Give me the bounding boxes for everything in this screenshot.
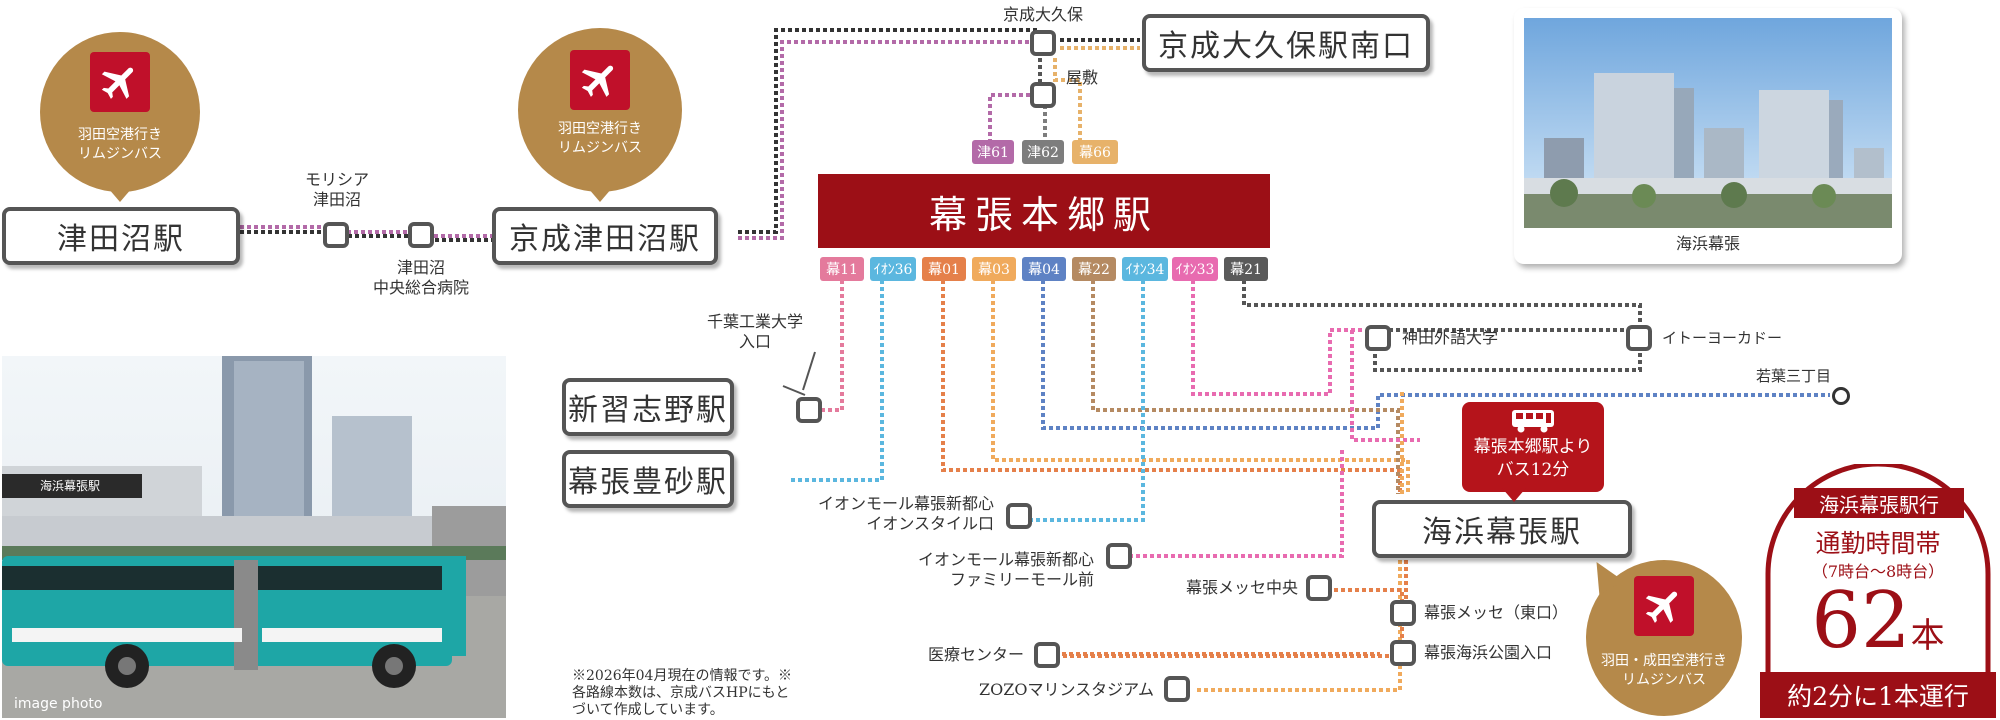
route-tag-tsu62: 津62 — [1022, 140, 1064, 164]
bus-photo — [2, 356, 506, 718]
stop-yashiki[interactable] — [1030, 82, 1056, 108]
haneda-bubble-1-tail — [108, 188, 132, 202]
route-tag-maku22: 幕22 — [1072, 257, 1116, 281]
stop-keisei-okubo[interactable] — [1030, 30, 1056, 56]
bus-station-sign: 海浜幕張駅 — [40, 479, 101, 493]
route-tag-maku03: 幕03 — [972, 257, 1016, 281]
stop-aeon-family[interactable] — [1106, 543, 1132, 569]
airplane-icon — [90, 52, 150, 112]
route-tag-maku11: 幕11 — [820, 257, 864, 281]
stop-aeon-family-label: イオンモール幕張新都心 ファミリーモール前 — [917, 550, 1094, 589]
stop-chiba-tech[interactable] — [796, 397, 822, 423]
bus-icon — [1510, 408, 1556, 438]
stop-zozo[interactable] — [1164, 676, 1190, 702]
aerial-photo-caption: 海浜幕張 — [1675, 234, 1740, 253]
stop-wakaba[interactable] — [1832, 387, 1850, 405]
route-tag-tsu61: 津61 — [972, 140, 1014, 164]
badge-count: 62本 — [1760, 576, 1996, 666]
badge-sub: 通勤時間帯 — [1815, 529, 1941, 558]
stop-chiba-tech-label: 千葉工業大学 入口 — [706, 312, 803, 351]
haneda-bubble-1-label: 羽田空港行き リムジンバス — [78, 127, 162, 162]
haneda-bubble-2-label: 羽田空港行き リムジンバス — [558, 121, 642, 156]
route-tag-maku21: 幕21 — [1224, 257, 1268, 281]
bus-time-bubble-tail — [1502, 488, 1526, 502]
station-shin-narashino[interactable]: 新習志野駅 — [562, 378, 734, 436]
stop-messe-east[interactable] — [1390, 600, 1416, 626]
stop-aeon-style[interactable] — [1006, 503, 1032, 529]
stop-zozo-label: ZOZOマリンスタジアム — [978, 680, 1154, 699]
station-tsudanuma[interactable]: 津田沼駅 — [2, 207, 240, 265]
route-tag-maku66: 幕66 — [1072, 140, 1118, 164]
stop-tsudanuma-hospital-label: 津田沼 中央総合病院 — [372, 258, 469, 297]
stop-aeon-style-label: イオンモール幕張新都心 イオンスタイル口 — [817, 494, 994, 533]
stop-kaihin-park[interactable] — [1390, 640, 1416, 666]
station-kaihin-makuhari[interactable]: 海浜幕張駅 — [1372, 500, 1632, 558]
route-tag-maku04: 幕04 — [1022, 257, 1066, 281]
stop-kanda-gaigo-label: 神田外語大学 — [1402, 328, 1499, 347]
station-makuhari-toyosuna[interactable]: 幕張豊砂駅 — [562, 450, 734, 508]
info-note: ※2026年04月現在の情報です。※ 各路線本数は、京成バスHPにもと づいて作… — [572, 668, 793, 718]
stop-kanda-gaigo[interactable] — [1365, 325, 1391, 351]
route-tag-aeon33: ｲｵﾝ33 — [1172, 257, 1218, 281]
airplane-icon — [1634, 576, 1694, 636]
station-makuhari-hongo[interactable]: 幕張本郷駅 — [818, 174, 1270, 248]
badge-heading: 海浜幕張駅行 — [1794, 488, 1964, 518]
route-tag-aeon36: ｲｵﾝ36 — [870, 257, 916, 281]
aerial-photo — [1524, 18, 1892, 228]
badge-unit: 本 — [1910, 616, 1945, 656]
bus-time-label: 幕張本郷駅より バス12分 — [1473, 437, 1593, 480]
airplane-icon — [570, 50, 630, 110]
frequency-badge: 海浜幕張駅行 通勤時間帯 （7時台〜8時台） 62本 約2分に1本運行 — [1760, 464, 1996, 718]
stop-messe-chuo[interactable] — [1306, 575, 1332, 601]
stop-iryo[interactable] — [1034, 642, 1060, 668]
stop-iryo-label: 医療センター — [927, 645, 1024, 664]
station-makuhari-hongo-label: 幕張本郷駅 — [928, 192, 1159, 237]
badge-footer: 約2分に1本運行 — [1760, 672, 1996, 718]
station-keisei-okubo-minami[interactable]: 京成大久保駅南口 — [1142, 14, 1430, 72]
stop-kaihin-park-label: 幕張海浜公園入口 — [1424, 643, 1553, 662]
stop-messe-east-label: 幕張メッセ（東口） — [1424, 603, 1569, 622]
route-tag-aeon34: ｲｵﾝ34 — [1122, 257, 1168, 281]
badge-hours: （7時台〜8時台） — [1811, 562, 1945, 581]
stop-tsudanuma-hospital[interactable] — [408, 222, 434, 248]
stop-wakaba-label: 若葉三丁目 — [1756, 367, 1832, 385]
stop-morishia[interactable] — [323, 222, 349, 248]
route-tag-maku01: 幕01 — [922, 257, 966, 281]
stop-itoyokado[interactable] — [1626, 325, 1652, 351]
stop-keisei-okubo-label: 京成大久保 — [1002, 5, 1083, 24]
haneda-bubble-2-tail — [588, 188, 612, 202]
station-keisei-tsudanuma[interactable]: 京成津田沼駅 — [492, 207, 718, 265]
stop-yashiki-label: 屋敷 — [1066, 68, 1099, 87]
stop-messe-chuo-label: 幕張メッセ中央 — [1185, 578, 1298, 597]
stop-morishia-label: モリシア 津田沼 — [304, 170, 369, 209]
bus-photo-caption: image photo — [14, 696, 103, 712]
stop-itoyokado-label: イトーヨーカドー — [1662, 329, 1783, 347]
haneda-narita-bubble-label: 羽田・成田空港行き リムジンバス — [1601, 653, 1727, 688]
badge-number: 62 — [1811, 576, 1911, 666]
